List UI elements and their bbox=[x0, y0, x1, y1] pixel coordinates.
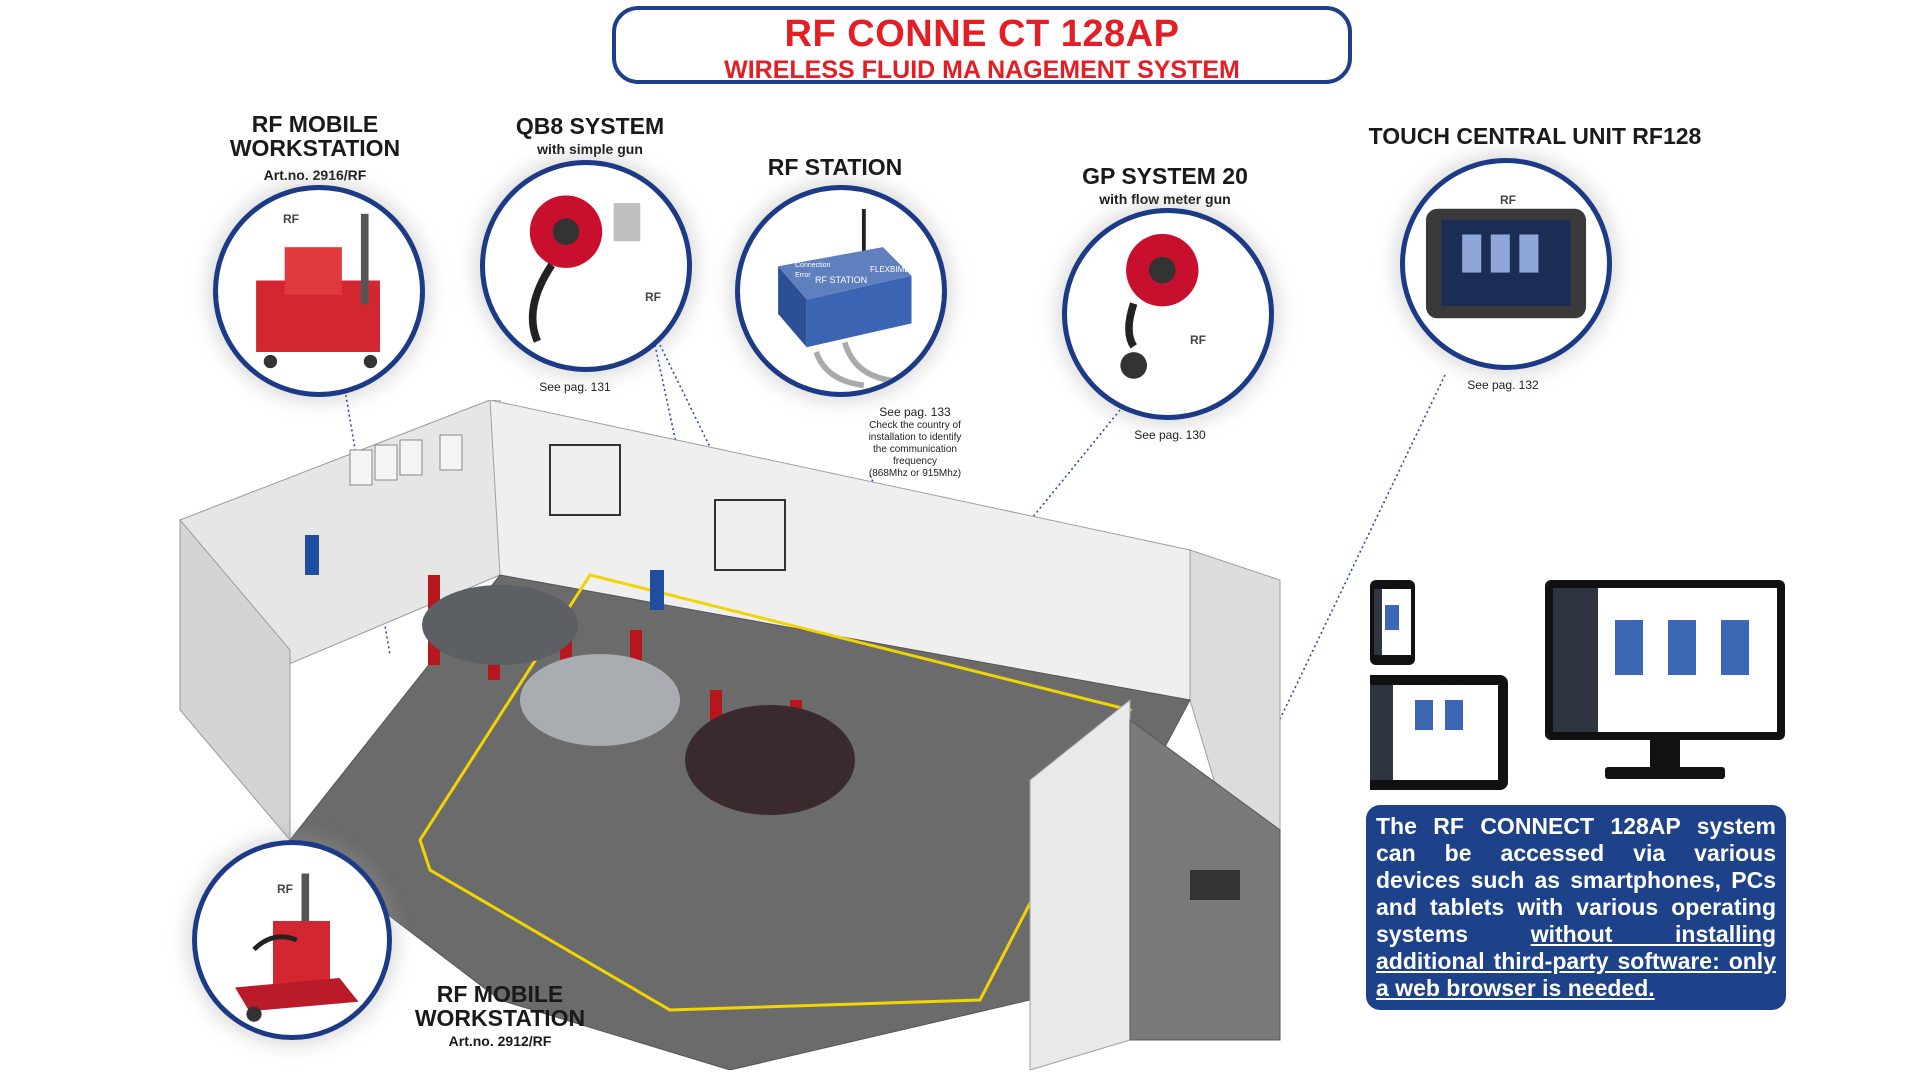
rf-badge: RF bbox=[1500, 193, 1516, 207]
page-subtitle: WIRELESS FLUID MA NAGEMENT SYSTEM bbox=[724, 56, 1240, 84]
workshop-floor-plan bbox=[179, 400, 1281, 1070]
touch-screen-icon bbox=[1425, 208, 1587, 319]
touch-unit-circle bbox=[1400, 158, 1612, 370]
mobile-top-art: Art.no. 2916/RF bbox=[263, 167, 367, 183]
hose-reel-icon bbox=[528, 195, 641, 343]
rf-badge: RF bbox=[283, 212, 299, 226]
access-devices-illustration bbox=[1370, 580, 1785, 790]
mobile-bottom-circle bbox=[192, 840, 392, 1040]
title-banner: RF CONNE CT 128AP WIRELESS FLUID MA NAGE… bbox=[612, 6, 1352, 84]
gp20-see: See pag. 130 bbox=[1134, 428, 1206, 442]
rf-station-title: RF STATION bbox=[767, 154, 903, 180]
led-connection: Connection bbox=[795, 262, 831, 269]
qb8-subtitle: with simple gun bbox=[537, 141, 643, 157]
led-error: Error bbox=[795, 272, 811, 279]
mobile-bottom-art: Art.no. 2912/RF bbox=[448, 1033, 552, 1049]
mobile-bottom-label: RF MOBILE WORKSTATION bbox=[414, 981, 586, 1032]
rf-station-circle bbox=[735, 185, 947, 397]
rf-station-frequency-note: Check the country of installation to ide… bbox=[868, 420, 962, 479]
page-title: RF CONNE CT 128AP bbox=[784, 13, 1180, 55]
gp20-title: GP SYSTEM 20 bbox=[1082, 163, 1248, 189]
rf-station-device-icon bbox=[778, 209, 912, 389]
mobile-cart-icon bbox=[256, 213, 380, 369]
rf-station-brand: FLEXBIMEC bbox=[870, 265, 916, 274]
mobile-cart-gun-icon bbox=[235, 873, 359, 1022]
rf-badge: RF bbox=[277, 882, 293, 896]
touch-unit-title: TOUCH CENTRAL UNIT RF128 bbox=[1368, 123, 1702, 149]
mobile-top-circle bbox=[213, 185, 425, 397]
rf-station-see: See pag. 133 bbox=[879, 405, 951, 419]
rf-badge: RF bbox=[645, 290, 661, 304]
qb8-circle bbox=[480, 160, 692, 372]
gp20-circle bbox=[1062, 208, 1274, 420]
rf-badge: RF bbox=[1190, 333, 1206, 347]
flow-meter-reel-icon bbox=[1120, 233, 1199, 379]
qb8-see: See pag. 131 bbox=[539, 380, 611, 394]
description-text: The RF CONNECT 128AP system can be acces… bbox=[1376, 813, 1776, 1001]
led-power: Power bbox=[795, 252, 815, 259]
mobile-top-label: RF MOBILE WORKSTATION bbox=[229, 111, 401, 162]
qb8-title: QB8 SYSTEM bbox=[515, 113, 665, 139]
rf-station-device-label: RF STATION bbox=[815, 275, 868, 285]
gp20-subtitle: with flow meter gun bbox=[1099, 191, 1231, 207]
touch-unit-see: See pag. 132 bbox=[1467, 378, 1539, 392]
description-box: The RF CONNECT 128AP system can be acces… bbox=[1366, 805, 1786, 1010]
